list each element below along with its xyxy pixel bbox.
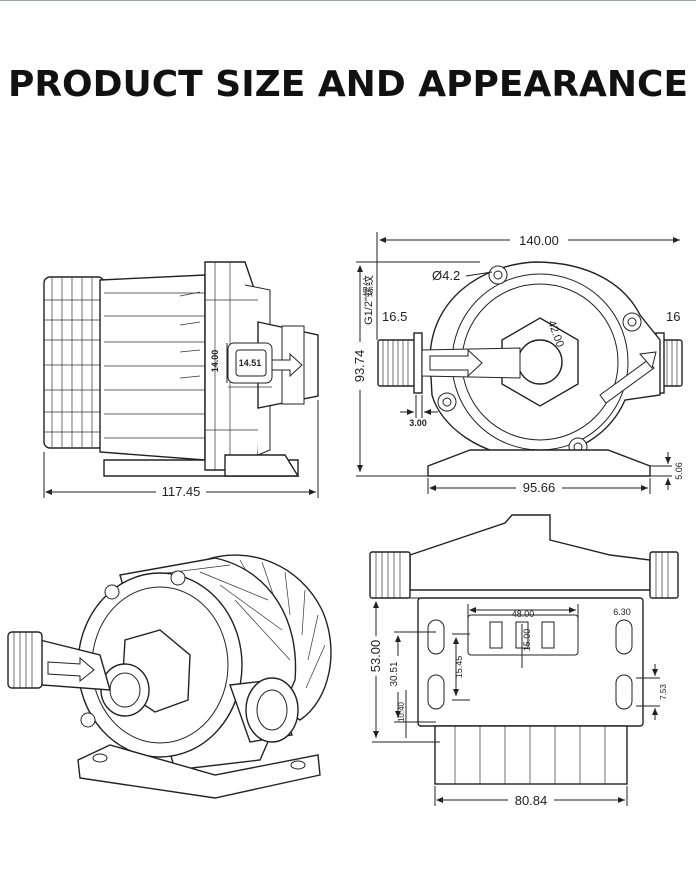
dim-117-45: 117.45 [162,484,201,499]
dim-14-00: 14.00 [210,350,220,373]
dim-6-30: 6.30 [613,607,631,617]
isometric-view-drawing [7,554,332,799]
dim-14-51: 14.51 [239,358,262,368]
front-view-drawing: 140.00 [352,232,684,495]
dim-16-5: 16.5 [382,309,407,324]
dim-hole-4-2: Ø4.2 [432,268,460,283]
dim-140-00: 140.00 [519,233,559,248]
bottom-view-drawing: 48.00 6.30 53.00 30.51 15.45 15.00 10.40… [366,514,679,808]
top-border-line [0,0,696,1]
dim-93-74: 93.74 [352,350,367,383]
dim-3-00: 3.00 [409,418,427,428]
dim-30-51: 30.51 [389,661,400,686]
dim-15-00: 15.00 [522,629,532,652]
dim-10-40: 10.40 [397,701,406,722]
dim-16: 16 [666,309,680,324]
dim-53-00: 53.00 [368,640,383,673]
dim-48-00: 48.00 [512,609,535,619]
dim-80-84: 80.84 [515,793,548,808]
page-title: PRODUCT SIZE AND APPEARANCE [7,64,689,105]
dim-thread-g1-2: G1/2"螺纹 [361,275,375,325]
dim-5-06: 5.06 [674,462,684,480]
dim-7-53: 7.53 [659,684,668,700]
dim-15-45: 15.45 [454,656,464,679]
side-view-drawing: 14.00 14.51 117.45 [43,261,319,499]
dim-95-66: 95.66 [523,480,556,495]
